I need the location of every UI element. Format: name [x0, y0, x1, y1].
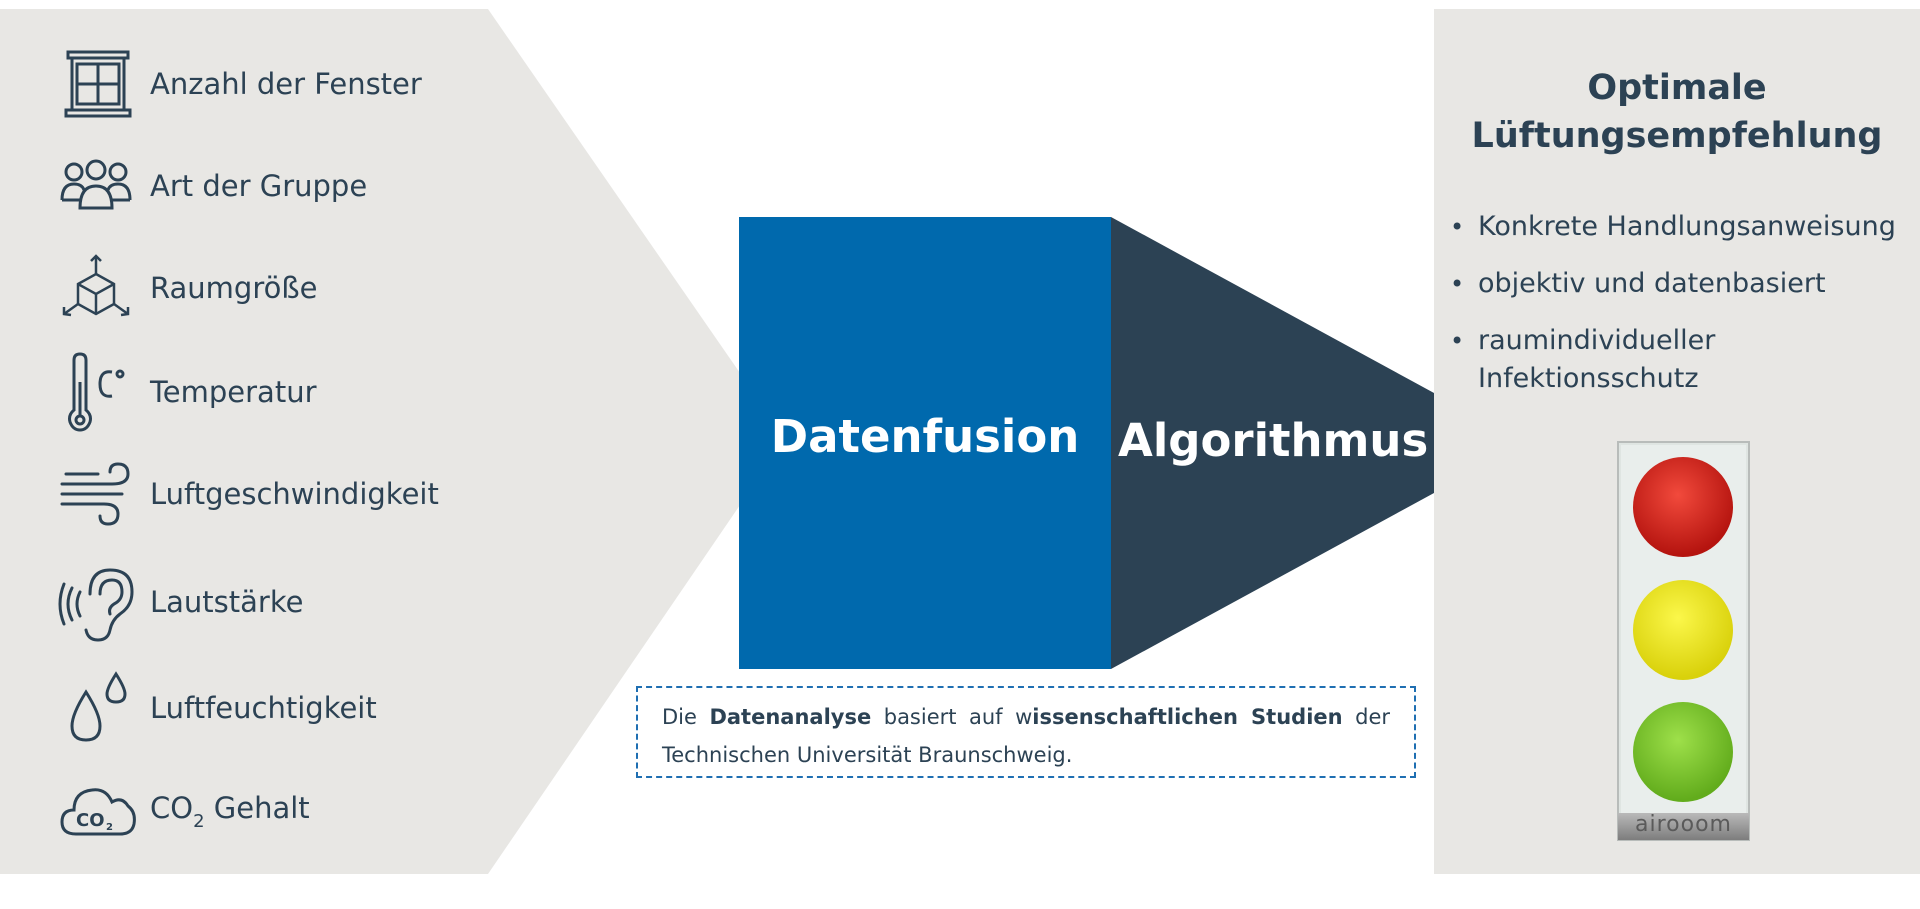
input-item-temperature: Temperatur: [60, 352, 317, 432]
yellow-light-icon: [1633, 580, 1733, 680]
result-bullet: Konkrete Handlungsanweisung: [1448, 208, 1918, 246]
input-label: Art der Gruppe: [150, 169, 368, 203]
note-text-2: basiert auf w: [871, 705, 1033, 729]
input-label: Luftgeschwindigkeit: [150, 477, 439, 511]
algorithmus-label: Algorithmus: [1118, 414, 1429, 467]
input-panel-arrow: [0, 9, 740, 874]
traffic-light-image: [1617, 441, 1750, 841]
co2-label: Gehalt: [213, 791, 310, 825]
input-item-volume: Lautstärke: [58, 562, 304, 642]
input-label: Lautstärke: [150, 585, 304, 619]
note-text-3: der Technischen Universität Braunschweig…: [662, 705, 1390, 767]
study-note: Die Datenanalyse basiert auf wissenschaf…: [636, 686, 1416, 778]
input-label-co2: CO2 Gehalt: [150, 791, 310, 832]
co2-prefix: CO: [150, 791, 194, 825]
datenfusion-label: Datenfusion: [770, 410, 1080, 463]
droplets-icon: [60, 668, 146, 748]
input-item-humidity: Luftfeuchtigkeit: [60, 668, 377, 748]
traffic-light-base: [1618, 813, 1749, 840]
input-label: Luftfeuchtigkeit: [150, 691, 377, 725]
note-bold-1: Datenanalyse: [709, 705, 872, 729]
result-title-line-1: Optimale: [1587, 68, 1767, 108]
ear-icon: [58, 562, 146, 642]
red-light-icon: [1633, 457, 1733, 557]
svg-text:2: 2: [106, 822, 113, 833]
input-label: Raumgröße: [150, 271, 318, 305]
svg-text:CO: CO: [76, 810, 105, 831]
input-item-room-size: Raumgröße: [60, 248, 317, 328]
traffic-light-brand: airooom: [1635, 812, 1732, 837]
algorithmus-funnel: [1111, 217, 1434, 669]
result-title-line-2: Lüftungsempfehlung: [1471, 116, 1883, 156]
input-item-co2: CO 2 CO2 Gehalt: [60, 768, 310, 848]
datenfusion-box: [739, 217, 1111, 669]
input-item-air-speed: Luftgeschwindigkeit: [60, 454, 439, 534]
result-bullet: objektiv und datenbasiert: [1448, 265, 1918, 303]
result-bullet-list: Konkrete Handlungsanweisung objektiv und…: [1448, 208, 1918, 417]
window-icon: [60, 44, 146, 124]
note-text-1: Die: [662, 705, 710, 729]
input-item-window: Anzahl der Fenster: [60, 44, 422, 124]
co2-cloud-icon: CO 2: [60, 768, 146, 848]
input-label: Temperatur: [150, 375, 317, 409]
cube-icon: [60, 248, 146, 328]
input-label: Anzahl der Fenster: [150, 67, 422, 101]
input-item-group: Art der Gruppe: [60, 146, 367, 226]
result-bullet: raumindividueller Infektionsschutz: [1448, 322, 1918, 398]
wind-icon: [60, 454, 146, 534]
co2-subscript: 2: [193, 811, 205, 832]
thermometer-icon: [60, 352, 146, 432]
green-light-icon: [1633, 702, 1733, 802]
note-bold-2: issenschaftlichen Studien: [1032, 705, 1343, 729]
result-title: Optimale Lüftungsempfehlung: [1434, 64, 1920, 160]
group-icon: [60, 146, 146, 226]
